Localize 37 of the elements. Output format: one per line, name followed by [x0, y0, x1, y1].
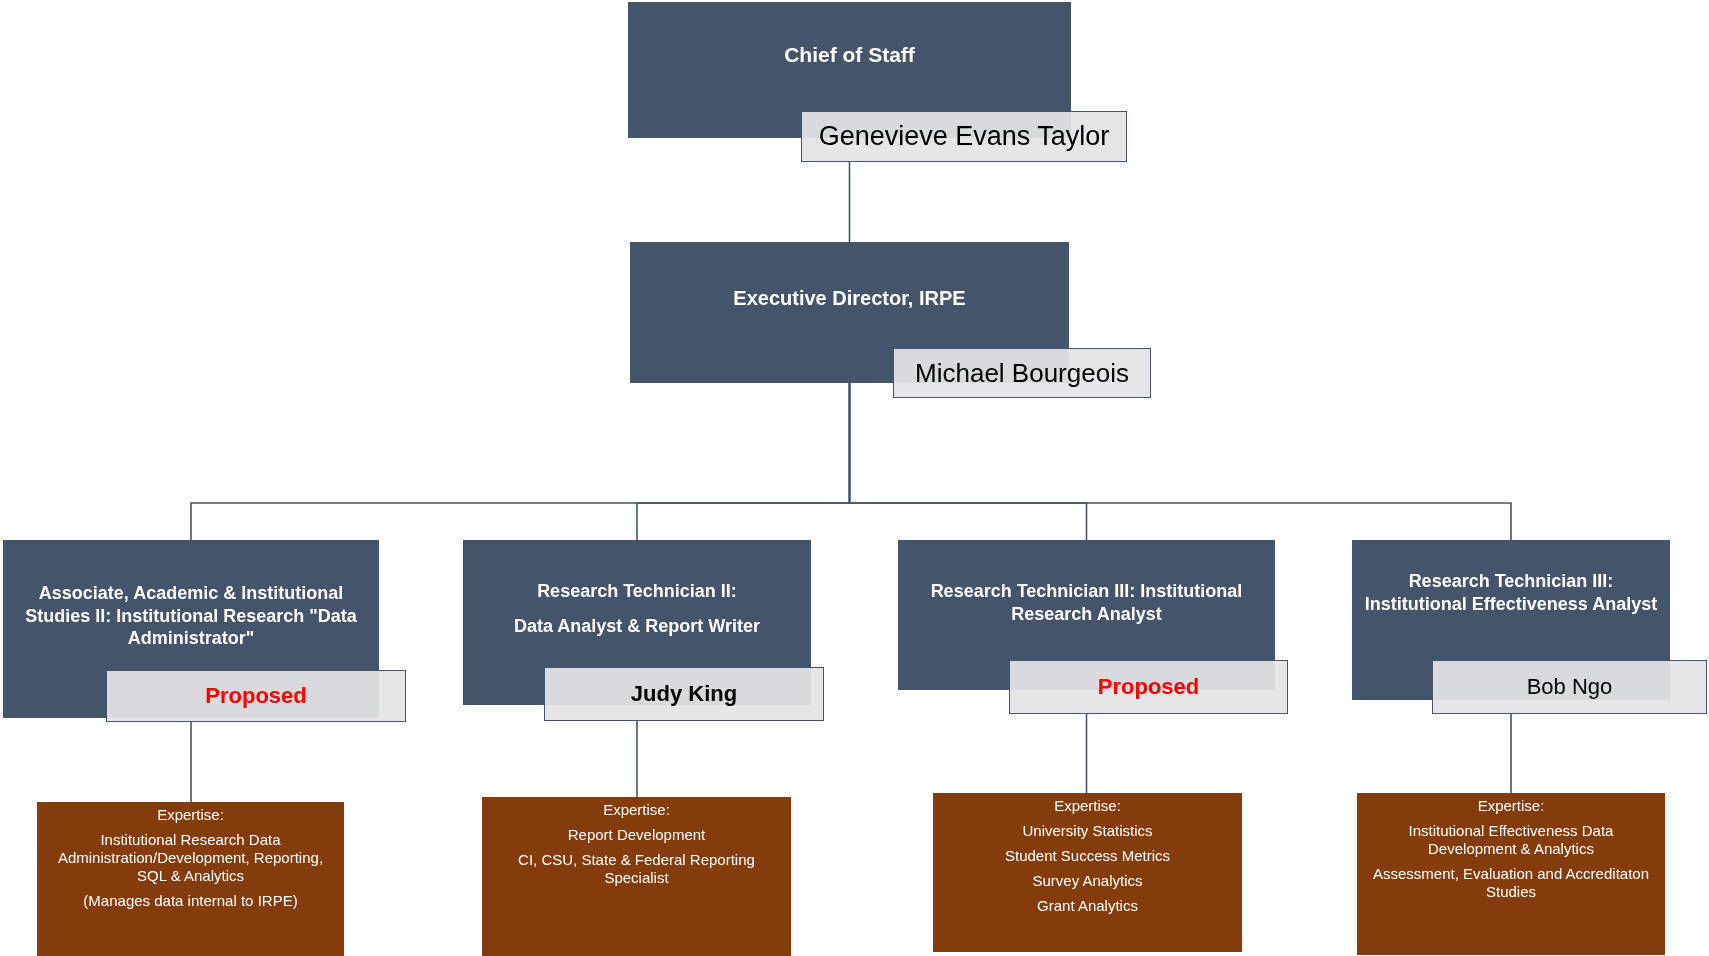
expertise-heading: Expertise: [1477, 797, 1545, 815]
position-title: Research Technician II: [537, 580, 737, 603]
position-title: Data Analyst & Report Writer [513, 614, 761, 637]
position-title: Research Technician III: Institutional Effectiveness Analyst [1363, 570, 1659, 615]
expertise-heading: Expertise: [603, 801, 670, 819]
expertise-box [482, 797, 791, 956]
expertise-heading: Expertise: [157, 806, 224, 824]
connector-line [190, 721, 192, 803]
expertise-box [37, 802, 344, 956]
name-tag: Bob Ngo [1432, 660, 1707, 714]
expertise-heading: Expertise: [1054, 797, 1121, 815]
expertise-item: CI, CSU, State & Federal Reporting Specialist [517, 851, 756, 887]
expertise-item: University Statistics [1022, 822, 1153, 840]
expertise-item: Student Success Metrics [1004, 847, 1171, 865]
expertise-item: Survey Analytics [1032, 872, 1143, 890]
name-tag: Michael Bourgeois [893, 348, 1151, 398]
expertise-item: Assessment, Evaluation and Accreditaton Studies [1372, 865, 1650, 901]
connector-line [636, 720, 638, 798]
name-tag: Proposed [1009, 660, 1288, 714]
position-title: Associate, Academic & Institutional Studies II: Institutional Research "Data Administrator" [24, 582, 358, 650]
expertise-item: Grant Analytics [1037, 897, 1138, 915]
expertise-item: Report Development [567, 826, 706, 844]
connector-line [1510, 713, 1512, 794]
position-title: Chief of Staff [784, 42, 915, 68]
connector-line [1085, 713, 1088, 794]
expertise-item: (Manages data internal to IRPE) [83, 892, 298, 910]
name-tag: Proposed [106, 670, 406, 722]
position-title: Research Technician III: Institutional Research Analyst [929, 580, 1244, 625]
expertise-box [1357, 793, 1665, 955]
name-tag: Genevieve Evans Taylor [801, 111, 1127, 162]
position-title: Executive Director, IRPE [733, 286, 966, 311]
expertise-item: Institutional Research Data Administration/Development, Reporting, SQL & Analytics [56, 831, 325, 885]
expertise-item: Institutional Effectiveness Data Development & Analytics [1407, 822, 1615, 858]
connector-line [848, 161, 851, 243]
expertise-box [933, 793, 1242, 952]
connector-line [848, 382, 1512, 541]
name-tag: Judy King [544, 667, 824, 721]
